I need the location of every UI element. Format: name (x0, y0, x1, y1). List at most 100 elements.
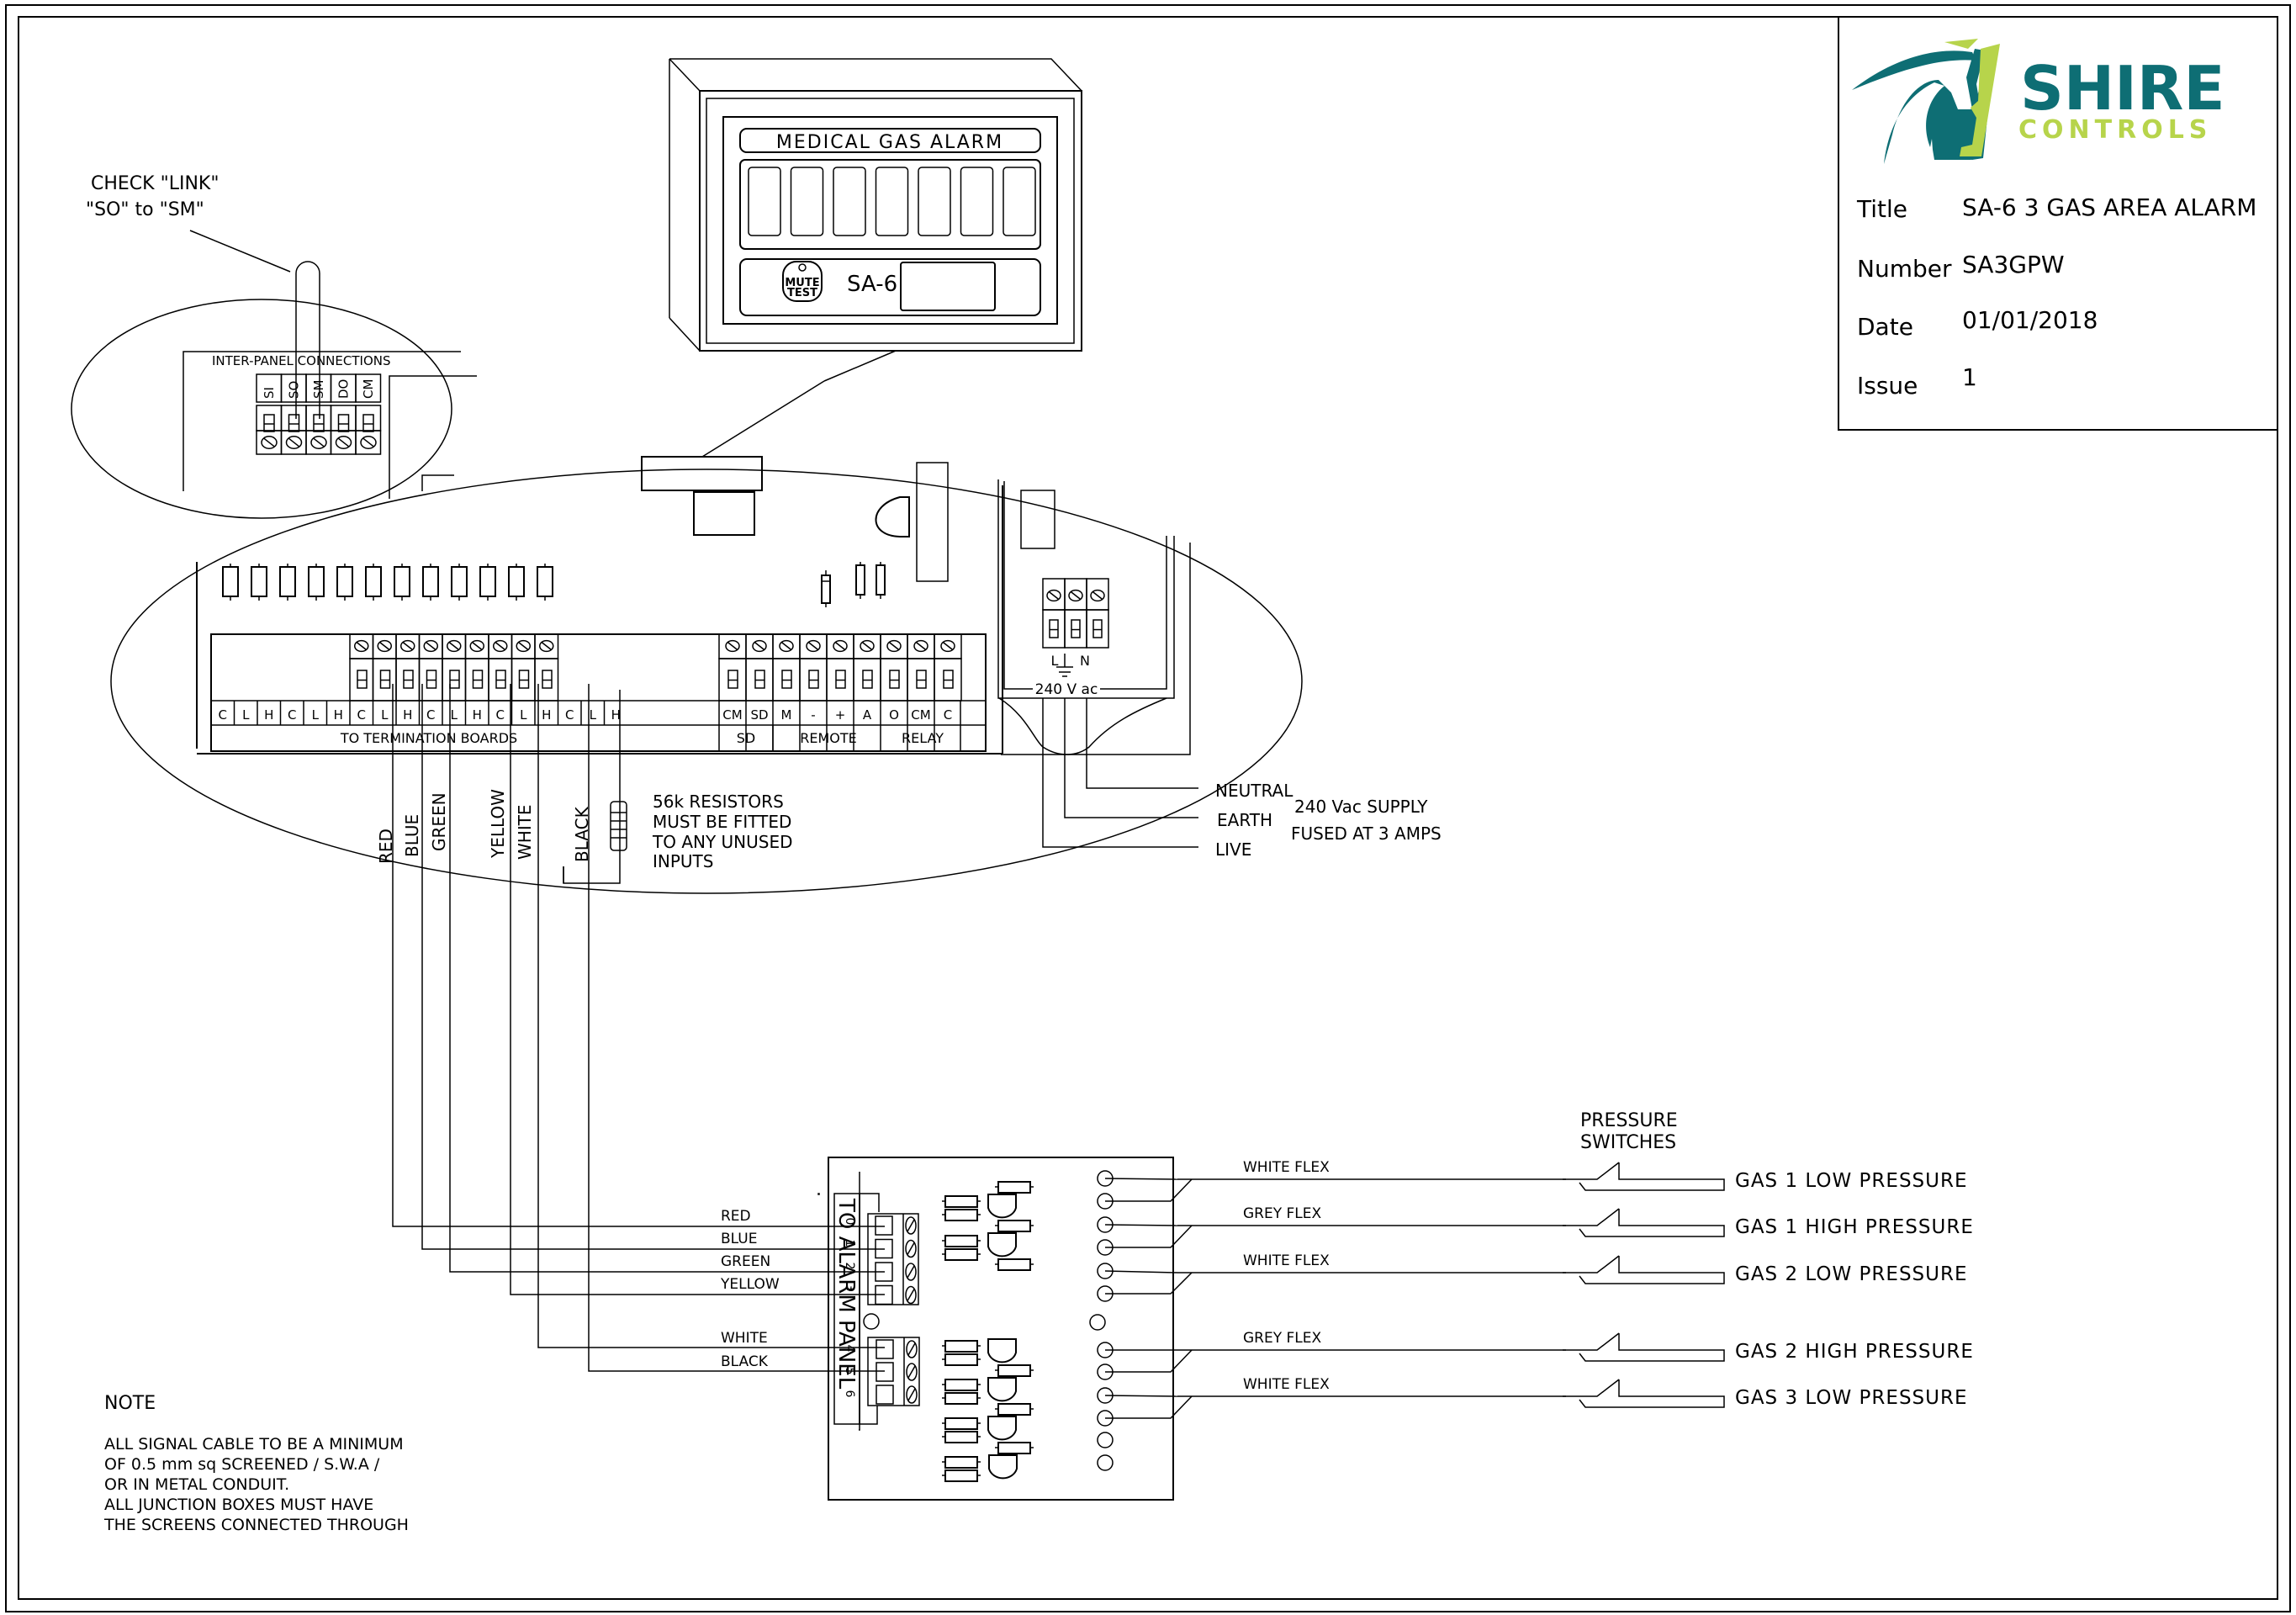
clamp-icon (943, 670, 954, 689)
screw-icon (377, 639, 392, 653)
clamp-icon (862, 670, 873, 689)
resistor-icon (997, 1442, 1031, 1454)
pressure-switches-title-2: SWITCHES (1580, 1132, 1676, 1153)
inter-panel-terminal-cm[interactable]: CM (355, 373, 382, 455)
clamp-icon (403, 670, 414, 689)
signal-wire (510, 684, 885, 1295)
resistor-note-1: 56k RESISTORS (653, 792, 784, 812)
inter-panel-terminal-so[interactable]: SO (280, 373, 307, 455)
screw-icon (913, 639, 928, 653)
terminal-label: SO (287, 381, 302, 399)
clamp-icon (449, 670, 460, 689)
resistor-icon (508, 566, 525, 597)
resistor-icon (997, 1220, 1031, 1232)
clamp-icon (362, 414, 374, 432)
clamp-icon (542, 670, 553, 689)
inter-panel-terminal-si[interactable]: SI (256, 373, 283, 455)
termination-label: C (219, 707, 227, 723)
jb-terminal[interactable] (876, 1339, 894, 1359)
signal-terminal[interactable] (442, 633, 467, 702)
clamp-icon (916, 670, 927, 689)
resistor-icon (537, 566, 553, 597)
resistor-icon (422, 566, 439, 597)
terminal-label: SM (311, 380, 326, 399)
termination-label: H (611, 707, 621, 723)
pressure-switches-title-1: PRESSURE (1580, 1110, 1678, 1131)
inner-border (18, 16, 2278, 1600)
neutral-label: NEUTRAL (1215, 781, 1293, 801)
signal-terminal[interactable] (464, 633, 489, 702)
jb-terminal[interactable] (875, 1215, 893, 1236)
screw-icon (779, 639, 794, 653)
resistor-note: 56k RESISTORS MUST BE FITTED TO ANY UNUS… (652, 792, 793, 871)
pin-number: 3 (843, 1284, 856, 1292)
relay-icon (987, 1338, 1017, 1363)
wire-colour-label: BLUE (402, 814, 422, 857)
screw-icon (493, 639, 508, 653)
signal-terminal[interactable] (488, 633, 513, 702)
date-value: 01/01/2018 (1962, 306, 2098, 334)
control-terminal-8[interactable]: C (934, 633, 962, 751)
control-terminal-0[interactable]: CM (718, 633, 747, 751)
link-note-line1: CHECK "LINK" (91, 173, 219, 194)
screw-icon (860, 639, 875, 653)
signal-wires (392, 684, 885, 1372)
inter-panel-terminal-sm[interactable]: SM (305, 373, 332, 455)
resistor-icon (944, 1209, 978, 1221)
jb-terminal[interactable] (876, 1362, 894, 1382)
note-heading: NOTE (104, 1393, 156, 1414)
resistor-56k-icon (563, 690, 627, 884)
terminal-label: DO (336, 379, 352, 399)
jb-terminal[interactable] (876, 1385, 894, 1405)
screw-icon (423, 639, 438, 653)
relay-icon (987, 1416, 1017, 1441)
control-terminal-3[interactable]: - (799, 633, 828, 751)
signal-terminal[interactable] (534, 633, 559, 702)
outer-border (5, 4, 2291, 1612)
wire-colour-label: GREEN (429, 792, 449, 851)
clamp-icon (1092, 619, 1103, 638)
supply-terminal-L: L (1051, 653, 1059, 669)
termination-label: L (520, 707, 527, 723)
wire-colour-label: RED (376, 829, 396, 864)
signal-terminal[interactable] (349, 633, 374, 702)
screw-icon (1046, 589, 1061, 602)
signal-terminal[interactable] (511, 633, 536, 702)
jb-terminal[interactable] (875, 1262, 893, 1282)
resistor-icon (944, 1248, 978, 1261)
date-label: Date (1857, 313, 1913, 341)
diode-icon (821, 575, 831, 604)
mute-test-button[interactable] (782, 261, 823, 302)
resistor-icon (365, 566, 382, 597)
control-terminal-2[interactable]: M (772, 633, 801, 751)
resistor-icon (997, 1258, 1031, 1271)
termination-label: L (242, 707, 250, 723)
control-terminal-4[interactable]: + (826, 633, 854, 751)
clamp-icon (518, 670, 530, 689)
output-terminal[interactable] (1097, 1454, 1114, 1471)
screw-icon (469, 639, 484, 653)
pin-number: 1 (843, 1240, 856, 1247)
clamp-icon (472, 670, 484, 689)
screw-icon (725, 639, 740, 653)
test-label: TEST (787, 287, 817, 299)
pin-number: 6 (843, 1390, 856, 1398)
control-terminal-5[interactable]: A (853, 633, 881, 751)
output-terminal[interactable] (1097, 1432, 1114, 1448)
inter-panel-terminal-do[interactable]: DO (330, 373, 357, 455)
mute-test-led (798, 263, 807, 272)
resistor-icon (997, 1364, 1031, 1377)
jb-terminal[interactable] (875, 1238, 893, 1259)
resistor-icon (944, 1431, 978, 1443)
resistor-icon (944, 1469, 978, 1482)
control-terminal-1[interactable]: SD (745, 633, 774, 751)
signal-terminal[interactable] (395, 633, 421, 702)
mute-label: MUTE (785, 277, 819, 289)
jb-terminal[interactable] (875, 1284, 893, 1305)
